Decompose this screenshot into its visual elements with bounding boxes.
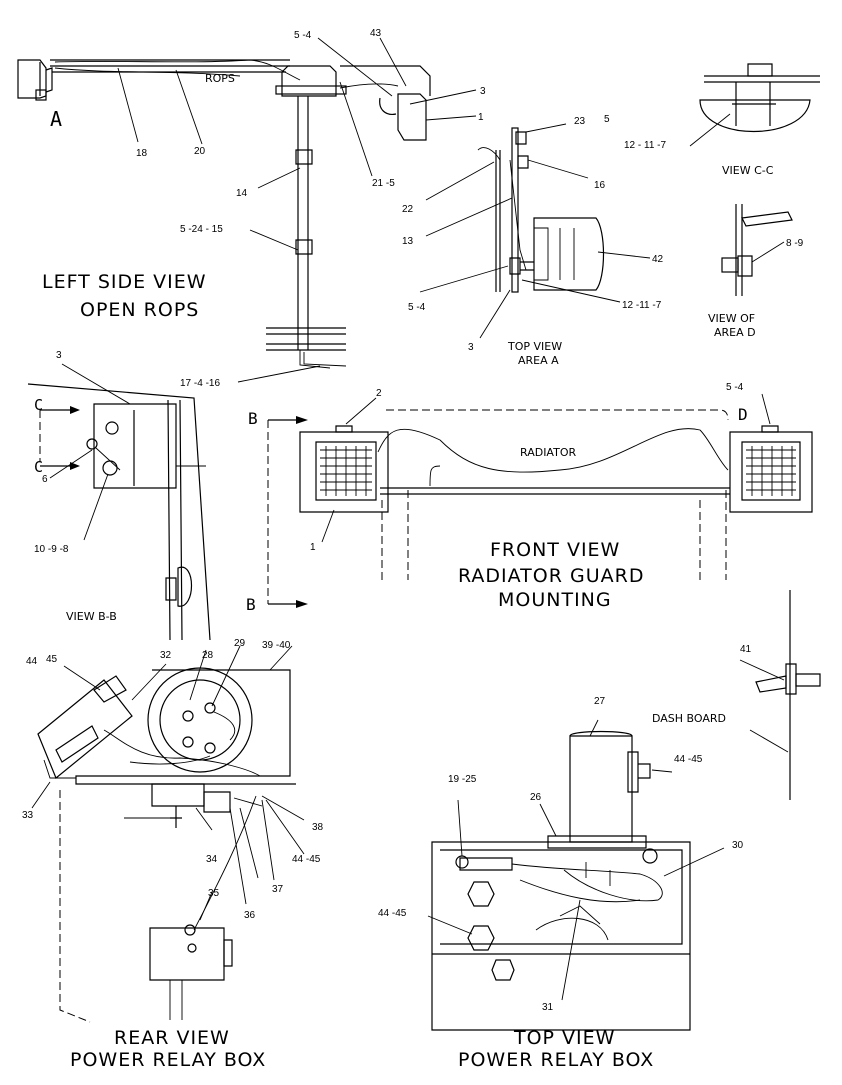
callout: 39 -40 xyxy=(262,640,291,651)
marker-b-top: B xyxy=(248,409,258,428)
cc-lamp xyxy=(699,99,811,133)
left-side-view-title: LEFT SIDE VIEW xyxy=(42,271,207,293)
area-d-title: VIEW OF xyxy=(708,312,755,325)
view-bb-title: VIEW B-B xyxy=(66,610,117,623)
callout: 13 xyxy=(402,236,414,247)
front-view: RADIATOR B B D FRONT VIEW RADIATOR GUARD… xyxy=(246,393,813,614)
top-view-relay-subtitle: POWER RELAY BOX xyxy=(458,1049,654,1071)
callout: 5 -4 xyxy=(294,30,312,41)
mount-plate xyxy=(511,127,519,293)
area-a-marker: A xyxy=(50,107,62,131)
callout: 3 xyxy=(480,86,486,97)
callout: 44 xyxy=(26,656,38,667)
callout: 2 xyxy=(376,388,382,399)
rops-label: ROPS xyxy=(205,72,235,85)
callout: 37 xyxy=(272,884,284,895)
callout: 44 -45 xyxy=(292,854,321,865)
rops-pillar xyxy=(297,96,309,350)
marker-d: D xyxy=(738,405,748,424)
marker-c-top: C xyxy=(34,396,43,414)
callout: 10 -9 -8 xyxy=(34,544,69,555)
top-view-area-a-title: TOP VIEW xyxy=(507,340,562,353)
top-view-relay-box: TOP VIEW POWER RELAY BOX xyxy=(427,719,725,1071)
relay-canister xyxy=(569,735,633,843)
callout: 44 -45 xyxy=(674,754,703,765)
callout: 32 xyxy=(160,650,172,661)
marker-c-bottom: C xyxy=(34,458,43,476)
callout: 29 xyxy=(234,638,246,649)
callout-numbers: 5 -4 43 3 1 18 20 21 -5 14 5 -24 - 15 17… xyxy=(22,28,804,1013)
callout: 5 -4 xyxy=(408,302,426,313)
callout: 8 -9 xyxy=(786,238,804,249)
callout: 19 -25 xyxy=(448,774,477,785)
front-view-title: FRONT VIEW xyxy=(490,539,620,561)
callout: 3 xyxy=(56,350,62,361)
callout: 5 -4 xyxy=(726,382,744,393)
rear-view-relay-box: REAR VIEW POWER RELAY BOX xyxy=(31,645,305,1071)
callout: 44 -45 xyxy=(378,908,407,919)
toggle-switch xyxy=(755,675,787,693)
rear-view-subtitle: POWER RELAY BOX xyxy=(70,1049,266,1071)
marker-b-bottom: B xyxy=(246,595,256,614)
callout: 5 xyxy=(604,114,610,125)
callout: 42 xyxy=(652,254,664,265)
callout: 43 xyxy=(370,28,382,39)
callout: 41 xyxy=(740,644,752,655)
top-view-area-a-subtitle: AREA A xyxy=(518,354,559,367)
view-cc-title: VIEW C-C xyxy=(722,164,774,177)
callout: 18 xyxy=(136,148,148,159)
callout: 27 xyxy=(594,696,606,707)
area-d-subtitle: AREA D xyxy=(714,326,756,339)
leader-lines-left xyxy=(117,37,477,383)
front-view-subtitle: RADIATOR GUARD xyxy=(458,565,644,587)
callout: 3 xyxy=(468,342,474,353)
front-left-lamp xyxy=(299,425,389,513)
callout: 21 -5 xyxy=(372,178,395,189)
callout: 35 xyxy=(208,888,220,899)
view-area-d: VIEW OF AREA D xyxy=(708,204,793,339)
callout: 12 - 11 -7 xyxy=(624,140,666,151)
rear-view-title: REAR VIEW xyxy=(114,1027,230,1049)
top-view-relay-title: TOP VIEW xyxy=(513,1027,615,1049)
callout: 26 xyxy=(530,792,542,803)
callout: 5 -24 - 15 xyxy=(180,224,223,235)
relay-box-rear xyxy=(149,927,225,981)
callout: 1 xyxy=(310,542,316,553)
callout: 45 xyxy=(46,654,58,665)
relay-box-top xyxy=(431,841,691,1031)
dash-board: DASH BOARD xyxy=(652,590,821,800)
callout: 22 xyxy=(402,204,414,215)
left-side-view: ROPS A LEFT SIDE VIEW OPEN ROPS xyxy=(17,59,431,369)
callout: 23 xyxy=(574,116,586,127)
callout: 31 xyxy=(542,1002,554,1013)
view-b-b: C C VIEW B-B xyxy=(27,363,211,641)
view-c-c: VIEW C-C xyxy=(689,63,820,177)
callout: 33 xyxy=(22,810,34,821)
callout: 12 -11 -7 xyxy=(622,300,662,311)
dash-board-label: DASH BOARD xyxy=(652,712,726,725)
left-lamp xyxy=(17,59,47,99)
callout: 38 xyxy=(312,822,324,833)
relay-housing-tilted xyxy=(37,679,133,779)
radiator-label: RADIATOR xyxy=(520,446,576,459)
callout: 34 xyxy=(206,854,218,865)
front-view-subtitle-2: MOUNTING xyxy=(498,589,612,611)
solenoid-relay xyxy=(147,667,253,773)
callout: 30 xyxy=(732,840,744,851)
left-side-view-subtitle: OPEN ROPS xyxy=(80,299,199,321)
right-lamp xyxy=(397,93,427,141)
callout: 17 -4 -16 xyxy=(180,378,220,389)
top-view-area-a: TOP VIEW AREA A xyxy=(419,123,651,367)
callout: 20 xyxy=(194,146,206,157)
bb-bracket xyxy=(93,403,177,489)
callout: 28 xyxy=(202,650,214,661)
callout: 1 xyxy=(478,112,484,123)
callout: 14 xyxy=(236,188,248,199)
callout: 6 xyxy=(42,474,48,485)
callout: 36 xyxy=(244,910,256,921)
callout: 16 xyxy=(594,180,606,191)
front-right-lamp xyxy=(729,425,813,513)
work-lamp-body xyxy=(533,217,605,291)
